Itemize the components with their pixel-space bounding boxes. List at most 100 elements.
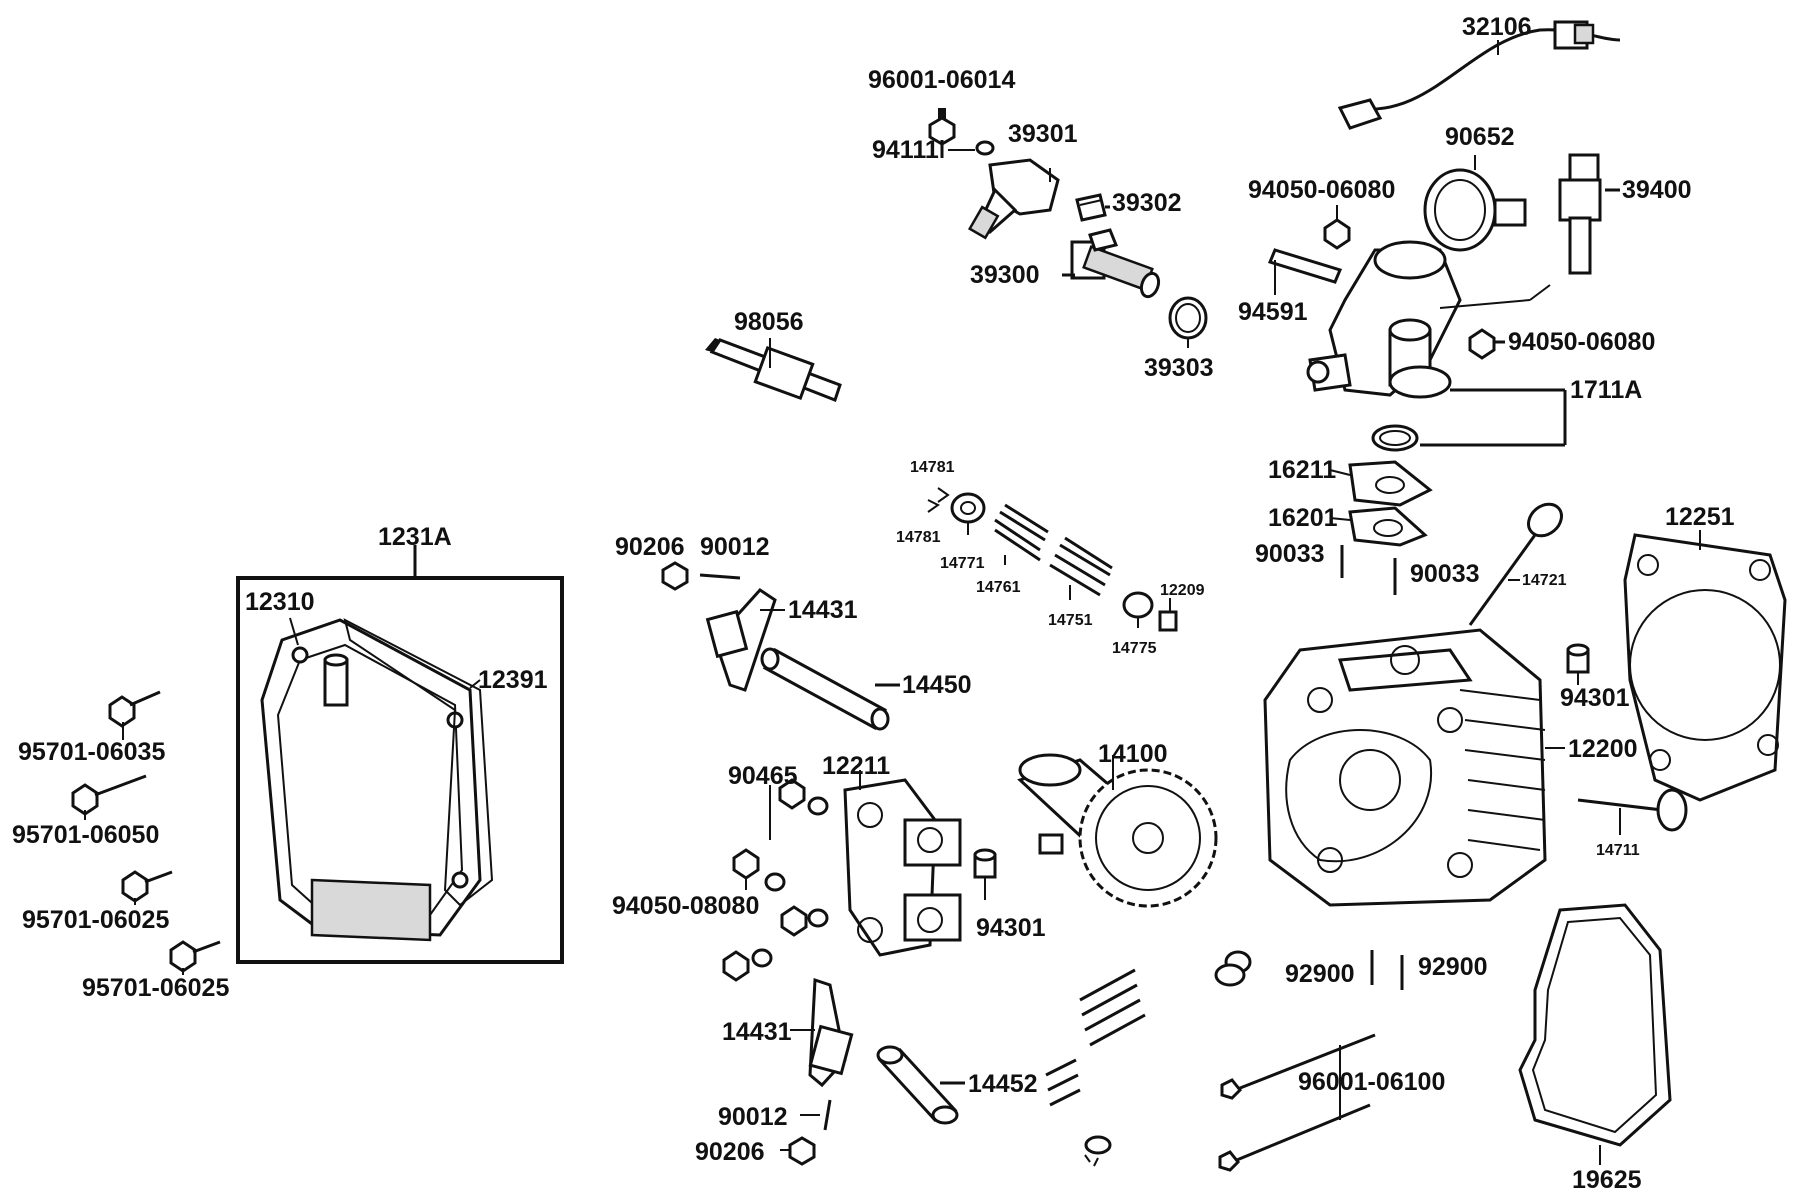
head-cover-gasket-12391 — [343, 618, 494, 907]
retainer-14771: 14771 — [940, 492, 986, 572]
label-39303: 39303 — [1144, 354, 1214, 382]
label-14721: 14721 — [1522, 572, 1567, 589]
label-12211: 12211 — [822, 752, 890, 780]
label-95701-06025-a: 95701-06025 — [22, 906, 169, 934]
clip-39302: 39302 — [1075, 189, 1182, 222]
label-14751: 14751 — [1048, 612, 1093, 629]
shaft-14450: 14450 — [760, 647, 972, 731]
label-92900-left: 92900 — [1285, 960, 1355, 988]
label-14711: 14711 — [1596, 842, 1640, 859]
nut-90465: 90465 — [728, 762, 829, 840]
label-90033-right: 90033 — [1410, 560, 1480, 588]
label-95701-06035: 95701-06035 — [18, 738, 165, 766]
label-95701-06050: 95701-06050 — [12, 821, 159, 849]
valve-14721: 14721 — [1468, 502, 1567, 626]
throttle-body-1711A: 1711A — [1306, 240, 1642, 447]
label-14771: 14771 — [940, 555, 985, 572]
label-39400: 39400 — [1622, 176, 1692, 204]
sensor-39400: 39400 — [1558, 153, 1692, 275]
seat-14775: 14775 — [1112, 591, 1157, 657]
cylinder-head-12200: 12200 — [1263, 628, 1638, 907]
valve-14711: 14711 — [1577, 788, 1688, 859]
injector-39300: 39300 — [970, 228, 1161, 299]
label-14431-bottom: 14431 — [722, 1018, 792, 1046]
label-95701-06025-b: 95701-06025 — [82, 974, 229, 1002]
stud-92900-left: 92900 — [1285, 950, 1374, 988]
cotter-14781-b: 14781 — [896, 499, 941, 546]
label-12251: 12251 — [1665, 503, 1735, 531]
rocker-arm-14431-bottom: 14431 — [722, 977, 854, 1088]
camshaft-14100: 14100 — [1017, 740, 1218, 908]
shaft-14452: 14452 — [876, 1045, 1038, 1125]
nut-90206-top: 90206 — [615, 533, 689, 591]
label-14431-top: 14431 — [788, 596, 858, 624]
head-cover-assembly: 1231A 12310 12391 — [236, 523, 564, 964]
valve-springs-lower — [1045, 950, 1252, 1167]
nut-94050-06080-top: 94050-06080 — [1248, 176, 1395, 250]
rocker-arm-14431-top: 14431 — [705, 588, 858, 692]
label-12209: 12209 — [1160, 582, 1205, 599]
label-14761: 14761 — [976, 579, 1021, 596]
gasket-19625: 19625 — [1518, 903, 1672, 1194]
sensor-harness-32106: 32106 — [1337, 13, 1621, 130]
stud-92900-right: 92900 — [1400, 953, 1488, 990]
label-19625: 19625 — [1572, 1166, 1642, 1194]
screw-90012-top: 90012 — [699, 533, 770, 580]
oring-1711A — [1371, 424, 1419, 452]
cam-holder-12211: 12211 — [822, 752, 962, 957]
label-90652: 90652 — [1445, 123, 1515, 151]
nut-90206-bottom: 90206 — [695, 1136, 816, 1166]
label-96001-06014: 96001-06014 — [868, 66, 1015, 94]
label-94050-08080: 94050-08080 — [612, 892, 759, 920]
label-94050-06080-right: 94050-06080 — [1508, 328, 1655, 356]
label-16211: 16211 — [1268, 456, 1336, 484]
label-1231A: 1231A — [378, 523, 452, 551]
label-39301: 39301 — [1008, 120, 1078, 148]
label-16201: 16201 — [1268, 504, 1338, 532]
head-cover-kit-box — [236, 576, 564, 964]
label-92900-right: 92900 — [1418, 953, 1488, 981]
pin-94301-mid: 94301 — [973, 848, 1046, 942]
bolt-95701-06025-b: 95701-06025 — [82, 940, 229, 1002]
bolt-95701-06050: 95701-06050 — [12, 774, 159, 849]
label-90012-bottom: 90012 — [718, 1103, 788, 1131]
label-94050-06080-top: 94050-06080 — [1248, 176, 1395, 204]
seal-12209: 12209 — [1158, 582, 1205, 632]
label-14450: 14450 — [902, 671, 972, 699]
label-39302: 39302 — [1112, 189, 1182, 217]
bolt-95701-06035: 95701-06035 — [18, 690, 165, 766]
bracket-94591: 94591 — [1238, 248, 1343, 326]
label-14452: 14452 — [968, 1070, 1038, 1098]
label-90465: 90465 — [728, 762, 798, 790]
label-12391: 12391 — [478, 666, 548, 694]
label-12310: 12310 — [245, 588, 315, 616]
spring-14761: 14761 — [976, 503, 1049, 596]
label-90206-bottom: 90206 — [695, 1138, 765, 1166]
bolt-95701-06025-a: 95701-06025 — [22, 870, 173, 934]
label-94301-mid: 94301 — [976, 914, 1046, 942]
label-1711A: 1711A — [1570, 376, 1642, 404]
head-cover-12310 — [260, 618, 482, 942]
label-98056: 98056 — [734, 308, 804, 336]
label-32106: 32106 — [1462, 13, 1532, 41]
clamp-90652: 90652 — [1423, 123, 1527, 252]
gasket-16211: 16211 — [1268, 456, 1433, 507]
label-90012-top: 90012 — [700, 533, 770, 561]
screw-90012-bottom: 90012 — [718, 1099, 832, 1131]
spring-14751: 14751 — [1048, 536, 1113, 629]
label-12200: 12200 — [1568, 735, 1638, 763]
bolt-96001-06014: 96001-06014 — [868, 66, 1015, 158]
label-14781-a: 14781 — [910, 459, 955, 476]
label-90206-top: 90206 — [615, 533, 685, 561]
label-90033-left: 90033 — [1255, 540, 1325, 568]
label-94591: 94591 — [1238, 298, 1308, 326]
label-94111: 94111 — [872, 136, 939, 164]
oring-39303: 39303 — [1144, 296, 1214, 382]
washer-94111: 94111 — [872, 136, 995, 164]
spark-plug-98056: 98056 — [705, 308, 842, 402]
pin-94301-right: 94301 — [1560, 643, 1630, 712]
nut-94050-06080-right: 94050-06080 — [1468, 328, 1655, 360]
gasket-16201: 16201 — [1268, 504, 1428, 547]
label-96001-06100: 96001-06100 — [1298, 1068, 1445, 1096]
